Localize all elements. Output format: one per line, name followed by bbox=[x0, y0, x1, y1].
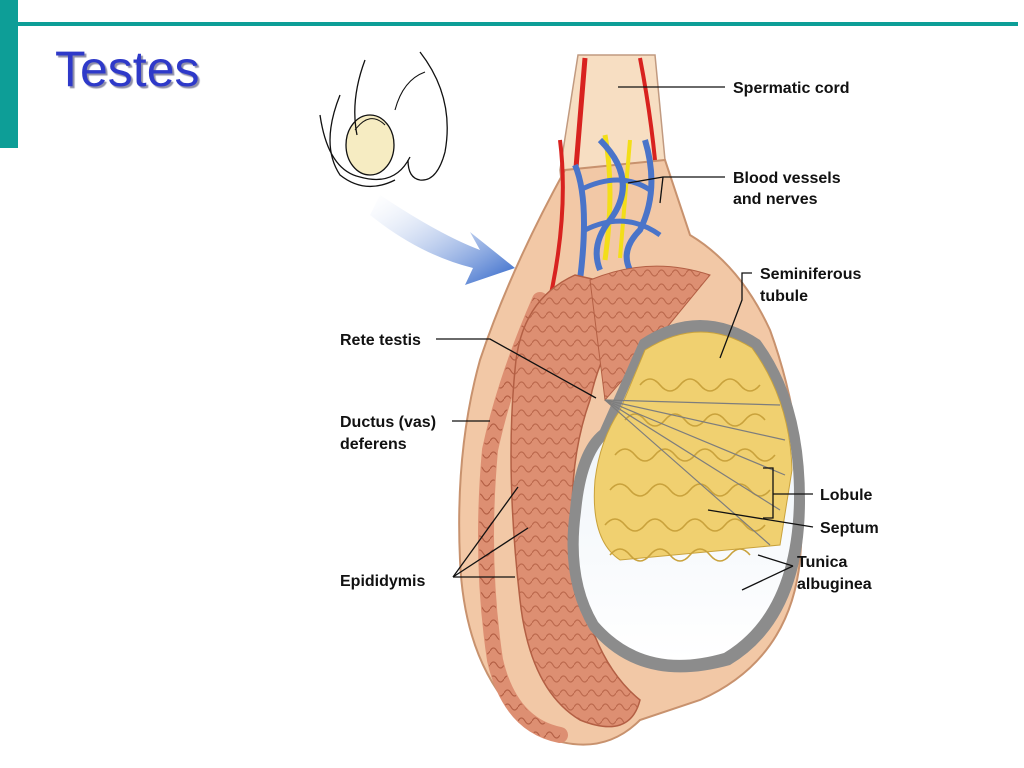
label-spermatic-cord: Spermatic cord bbox=[618, 80, 849, 97]
testis-body bbox=[567, 320, 805, 673]
svg-text:Seminiferous: Seminiferous bbox=[760, 266, 861, 283]
svg-text:Blood vessels: Blood vessels bbox=[733, 170, 841, 187]
orientation-inset bbox=[319, 51, 448, 187]
label-tunica-albuginea: Tunica albuginea bbox=[741, 554, 872, 593]
epididymis bbox=[510, 274, 642, 728]
label-rete-testis: Rete testis bbox=[340, 332, 597, 399]
lobule-fan bbox=[589, 265, 711, 402]
svg-text:and nerves: and nerves bbox=[733, 191, 818, 208]
label-seminiferous-tubule: Seminiferous tubule bbox=[719, 266, 861, 359]
pointer-arrow bbox=[370, 195, 515, 285]
svg-text:deferens: deferens bbox=[340, 436, 407, 453]
svg-text:Tunica: Tunica bbox=[797, 554, 847, 571]
svg-text:Ductus (vas): Ductus (vas) bbox=[340, 414, 436, 431]
accent-bar bbox=[0, 0, 18, 148]
svg-text:tubule: tubule bbox=[760, 288, 808, 305]
label-lobule: Lobule bbox=[763, 467, 873, 519]
top-rule bbox=[18, 22, 1018, 26]
label-septum: Septum bbox=[707, 509, 879, 537]
slide-title: Testes bbox=[55, 41, 200, 97]
svg-text:albuginea: albuginea bbox=[797, 576, 872, 593]
svg-text:Epididymis: Epididymis bbox=[340, 573, 425, 590]
label-ductus-deferens: Ductus (vas) deferens bbox=[340, 414, 490, 453]
svg-text:Rete testis: Rete testis bbox=[340, 332, 421, 349]
svg-text:Septum: Septum bbox=[820, 520, 879, 537]
svg-text:Spermatic cord: Spermatic cord bbox=[733, 80, 849, 97]
label-epididymis: Epididymis bbox=[340, 486, 529, 590]
label-blood-vessels: Blood vessels and nerves bbox=[627, 170, 841, 208]
svg-text:Lobule: Lobule bbox=[820, 487, 873, 504]
